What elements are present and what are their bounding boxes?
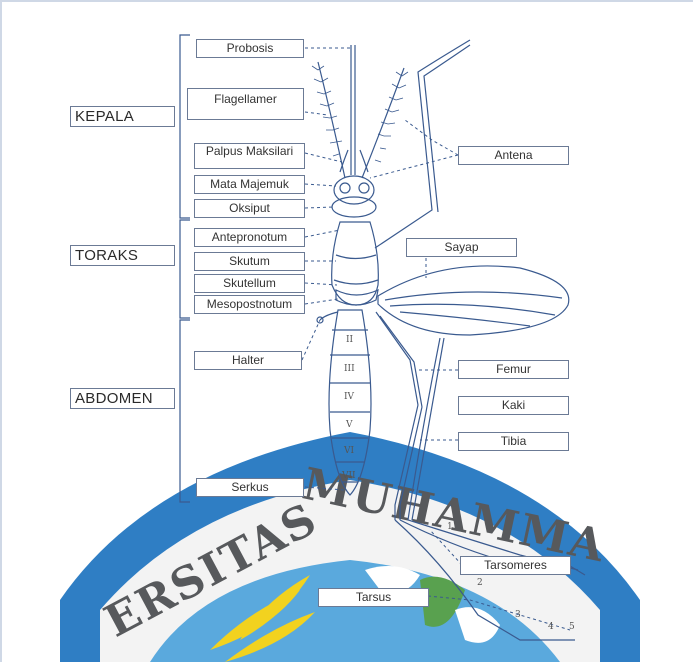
bracket-abdomen <box>180 320 190 502</box>
segment-v: V <box>346 420 353 430</box>
label-flagellamer: Flagellamer <box>187 88 304 120</box>
tarsal-number-1: 1 <box>447 522 453 532</box>
tarsal-number-4: 4 <box>548 622 554 632</box>
label-mata-majemuk: Mata Majemuk <box>194 175 305 194</box>
label-antepronotum: Antepronotum <box>194 228 305 247</box>
proboscis <box>351 45 355 175</box>
label-tarsomeres: Tarsomeres <box>460 556 571 575</box>
group-label-kepala: KEPALA <box>70 106 175 127</box>
label-oksiput: Oksiput <box>194 199 305 218</box>
label-femur: Femur <box>458 360 569 379</box>
bracket-head <box>180 35 190 218</box>
segment-iv: IV <box>344 392 354 402</box>
label-palpus-maksilari: Palpus Maksilari <box>194 143 305 169</box>
label-skutellum: Skutellum <box>194 274 305 293</box>
segment-iii: III <box>344 364 355 374</box>
segment-vi: VI <box>344 446 354 456</box>
bracket-thorax <box>180 220 190 318</box>
group-label-toraks: TORAKS <box>70 245 175 266</box>
scutellum <box>336 290 378 305</box>
head-occiput <box>332 197 376 217</box>
group-label-abdomen: ABDOMEN <box>70 388 175 409</box>
antenna-left <box>318 62 345 178</box>
label-tarsus: Tarsus <box>318 588 429 607</box>
label-antena: Antena <box>458 146 569 165</box>
segment-vii: VII <box>342 471 356 481</box>
label-tibia: Tibia <box>458 432 569 451</box>
tarsal-number-5: 5 <box>569 622 575 632</box>
label-serkus: Serkus <box>196 478 304 497</box>
antenna-right <box>362 68 404 178</box>
tarsal-number-2: 2 <box>477 578 483 588</box>
label-sayap: Sayap <box>406 238 517 257</box>
label-mesopostnotum: Mesopostnotum <box>194 295 305 314</box>
label-kaki: Kaki <box>458 396 569 415</box>
wing <box>378 266 569 335</box>
label-probosis: Probosis <box>196 39 304 58</box>
label-skutum: Skutum <box>194 252 305 271</box>
label-halter: Halter <box>194 351 302 370</box>
tarsal-number-3: 3 <box>515 610 521 620</box>
palp-right <box>360 150 368 172</box>
antenna-arc <box>375 40 470 248</box>
segment-ii: II <box>346 335 353 345</box>
